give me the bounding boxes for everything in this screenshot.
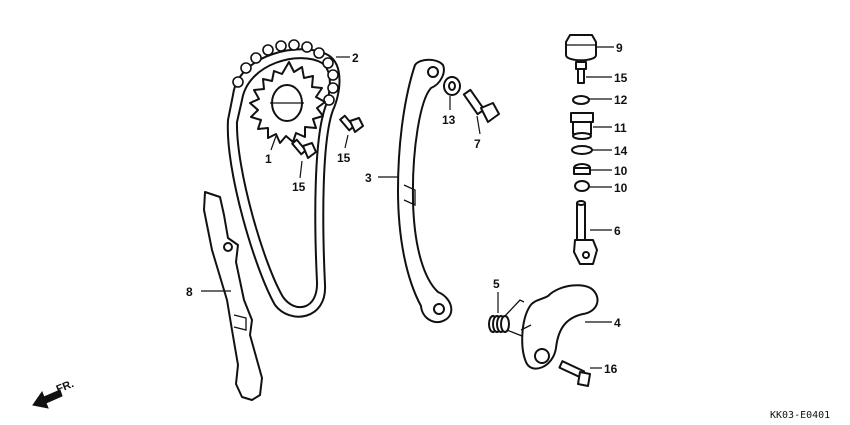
arrow-icon (32, 389, 63, 409)
callout-13: 13 (442, 113, 456, 127)
callout-15b: 15 (337, 151, 351, 165)
callout-3: 3 (365, 171, 372, 185)
callout-12: 12 (614, 93, 628, 107)
callout-7: 7 (474, 137, 481, 151)
tensioner-bolt (575, 61, 587, 84)
cam-chain (226, 39, 341, 318)
sprocket-bolt-upper (339, 114, 364, 133)
callout-15c: 15 (292, 180, 306, 194)
sprocket-bolt-lower (291, 138, 317, 159)
callout-11: 11 (614, 121, 627, 135)
callout-2: 2 (352, 51, 359, 65)
callout-16: 16 (604, 362, 618, 376)
pivot-bolt (462, 88, 500, 123)
leader-1 (270, 135, 277, 151)
tensioner-cap (565, 34, 597, 62)
cam-sprocket (249, 61, 326, 144)
leader-15c (299, 160, 303, 179)
front-label: FR. (55, 378, 76, 396)
callout-8: 8 (186, 285, 193, 299)
leader-7 (476, 115, 481, 135)
tensioner-spring-seat-upper (573, 163, 591, 175)
leader-15b (344, 134, 349, 149)
callout-15a: 15 (614, 71, 628, 85)
callout-10b: 10 (614, 181, 628, 195)
chain-links (232, 39, 339, 106)
callout-6: 6 (614, 224, 621, 238)
tensioner-arm (520, 284, 599, 370)
arm-bolt (558, 360, 591, 387)
tensioner-washer (572, 95, 590, 105)
front-direction-arrow: FR. (32, 378, 76, 409)
diagram-code: KK03-E0401 (770, 410, 830, 421)
chain-guide (203, 191, 263, 401)
tensioner-push-rod (573, 200, 598, 265)
callout-4: 4 (614, 316, 621, 330)
callout-10a: 10 (614, 164, 628, 178)
tensioner-housing (570, 112, 594, 140)
washer (443, 76, 461, 96)
o-ring (571, 145, 593, 155)
tensioner-spring (488, 299, 525, 337)
chain-tensioner-slipper (397, 58, 453, 324)
callout-14: 14 (614, 144, 628, 158)
callout-5: 5 (493, 277, 500, 291)
callout-9: 9 (616, 41, 623, 55)
tensioner-spring-seat-lower (574, 180, 590, 192)
callout-1: 1 (265, 152, 272, 166)
